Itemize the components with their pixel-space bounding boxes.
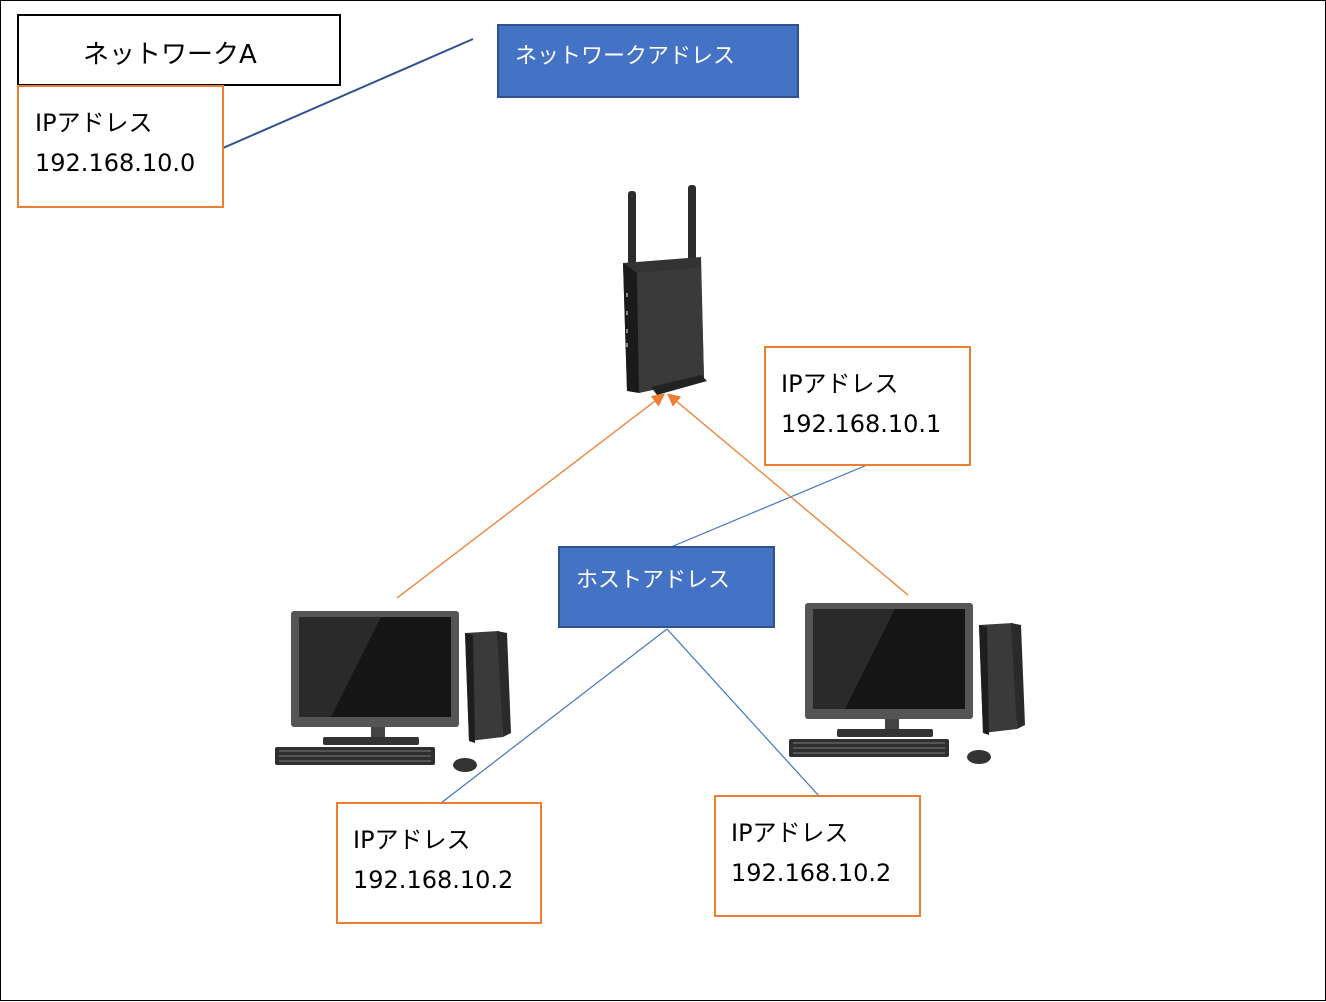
desktop-pc-icon-right	[789, 603, 1025, 764]
left-pc-to-router-arrow	[396, 393, 666, 599]
host-address-callout: ホストアドレス	[558, 546, 775, 628]
network-a-label: ネットワークA	[83, 40, 257, 70]
right-pc-to-router-arrow	[667, 393, 909, 596]
router-icon	[623, 185, 707, 395]
host-to-right-ip-connector	[666, 628, 820, 797]
network-address-callout: ネットワークアドレス	[497, 24, 799, 98]
network-address-label: ネットワークアドレス	[515, 44, 736, 69]
pc-left-ip-value: 192.168.10.2	[353, 866, 514, 894]
network-ip-box: IPアドレス 192.168.10.0	[17, 85, 224, 208]
pc-left-ip-box: IPアドレス 192.168.10.2	[336, 802, 542, 924]
host-to-router-ip-connector	[670, 464, 868, 548]
pc-left-ip-title: IPアドレス	[353, 826, 471, 854]
network-a-box: ネットワークA	[17, 14, 341, 86]
router-ip-box: IPアドレス 192.168.10.1	[764, 346, 971, 466]
host-to-left-ip-connector	[440, 628, 668, 804]
router-ip-title: IPアドレス	[781, 370, 899, 398]
pc-right-ip-title: IPアドレス	[731, 819, 849, 847]
pc-right-ip-value: 192.168.10.2	[731, 859, 892, 887]
desktop-pc-icon-left	[275, 611, 511, 772]
network-ip-value: 192.168.10.0	[35, 149, 196, 177]
pc-right-ip-box: IPアドレス 192.168.10.2	[714, 795, 921, 917]
router-ip-value: 192.168.10.1	[781, 410, 942, 438]
network-address-connector	[222, 38, 474, 149]
host-address-label: ホストアドレス	[576, 568, 731, 593]
network-ip-title: IPアドレス	[35, 109, 153, 137]
